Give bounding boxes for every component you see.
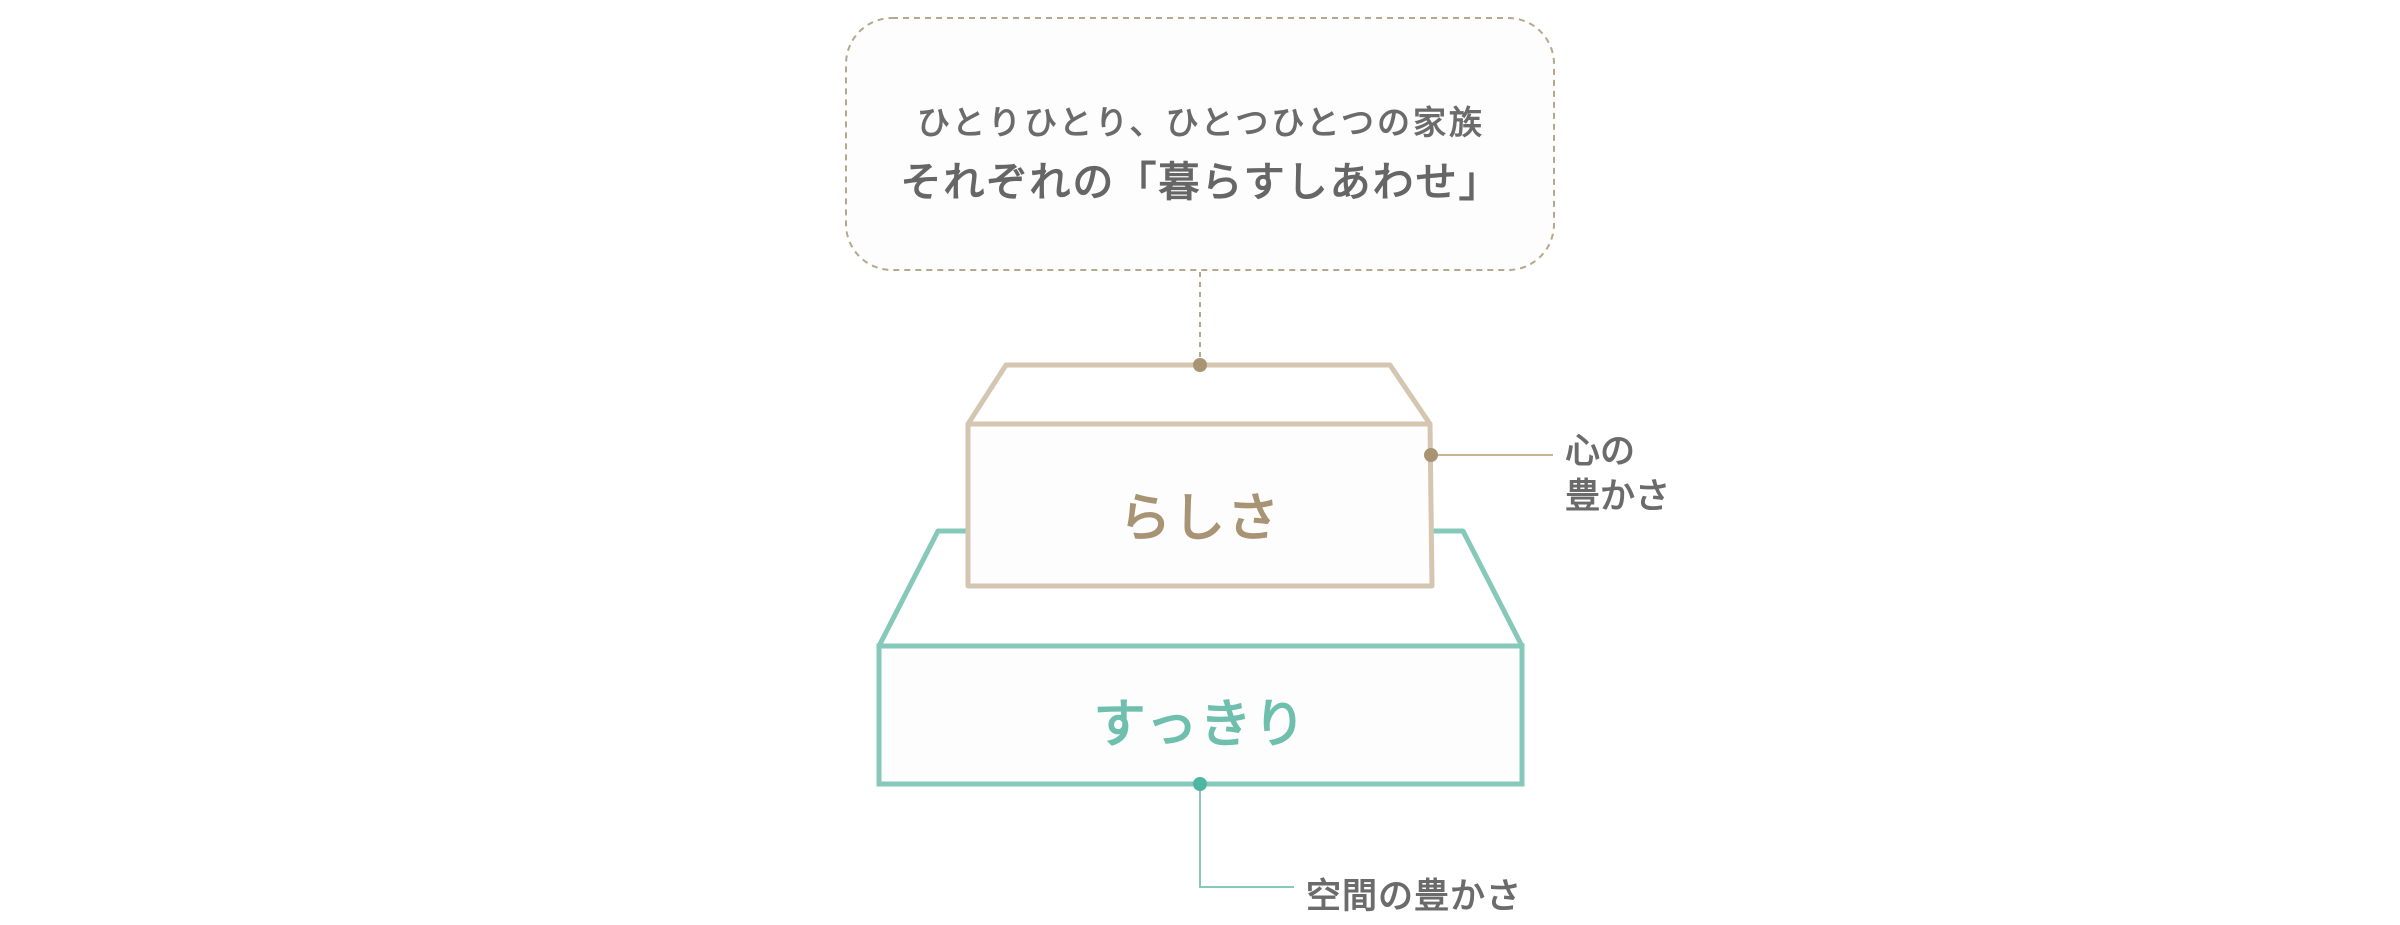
upper-box-top-face [965, 362, 1433, 427]
upper-box-label: らしさ [1118, 489, 1281, 549]
upper-box-top-dot [1193, 358, 1207, 372]
speech-bubble [845, 17, 1555, 271]
side-callout-label-line-2: 豊かさ [1565, 477, 1671, 517]
bottom-callout-dot [1193, 777, 1207, 791]
lower-box-label: すっきり [1093, 695, 1308, 755]
upper-box-front-face [965, 421, 1435, 589]
bottom-callout-label: 空間の豊かさ [1306, 877, 1523, 917]
side-callout-label-line-1: 心の [1565, 432, 1636, 472]
speech-line-2: それぞれの「暮らすしあわせ」 [900, 158, 1502, 206]
lower-box-front-face [876, 643, 1525, 787]
side-callout-label: 心の 豊かさ [1565, 430, 1705, 520]
side-callout-dot [1424, 448, 1438, 462]
speech-line-1: ひとりひとり、ひとつひとつの家族 [916, 103, 1486, 142]
bottom-callout-line [1199, 784, 1294, 888]
